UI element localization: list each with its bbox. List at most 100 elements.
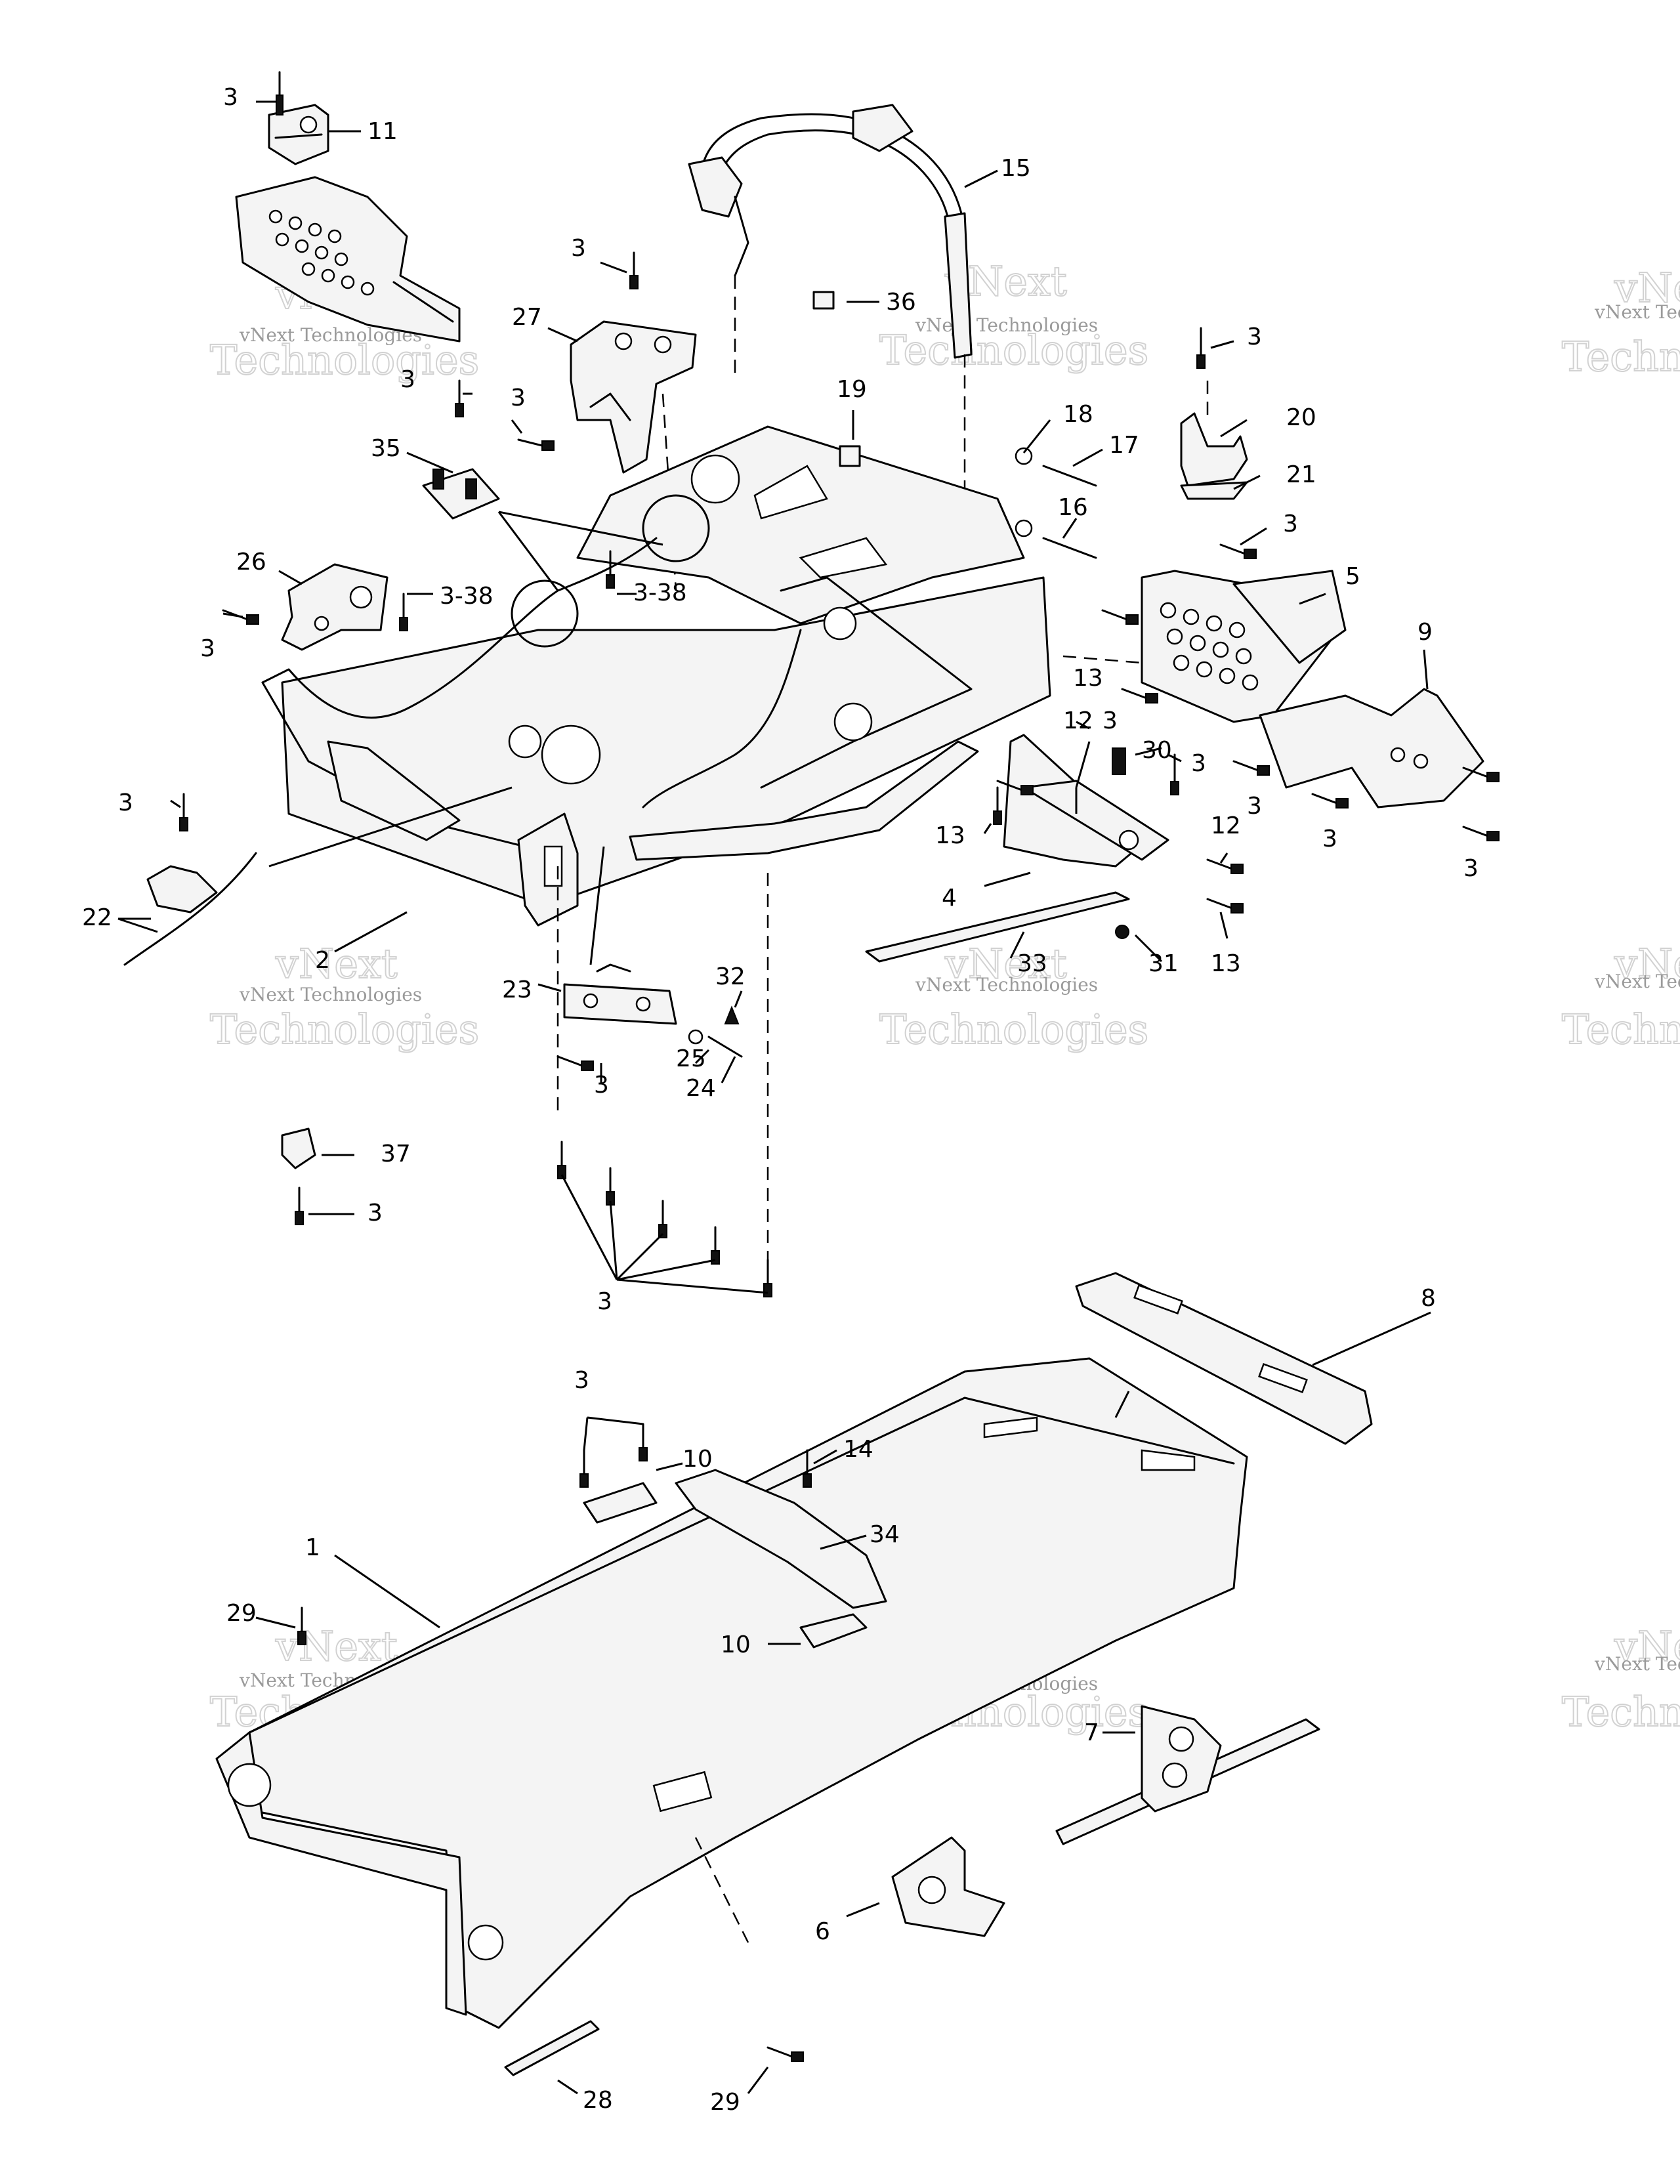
callout-3: 3 [223,84,238,111]
part-8-plate [1075,1272,1373,1445]
part-33-bar [865,891,1130,963]
callout-29: 29 [226,1600,257,1627]
callout-3: 3 [1247,793,1262,820]
callout-23: 23 [502,976,532,1003]
part-2-front-frame [261,425,1051,1286]
callout-24: 24 [686,1075,716,1102]
callout-7: 7 [1084,1719,1099,1746]
callout-3: 3 [594,1072,609,1099]
callout-21: 21 [1286,461,1316,488]
part-15-column-support [688,104,973,525]
svg-text:vNext Technologies: vNext Technologies [1594,971,1680,992]
watermark: vNext Technologies vNext Technologies [879,257,1149,375]
part-11-bracket [256,71,329,165]
callout-28: 28 [583,2087,613,2114]
callout-14: 14 [843,1436,873,1463]
part-6-bracket [891,1836,1005,1937]
svg-text:Technologies: Technologies [1562,333,1680,381]
part-9-bracket [1259,688,1484,808]
callout-16: 16 [1058,494,1088,521]
part-4-hinge [1003,734,1169,868]
callout-3: 3 [118,789,133,816]
callout-3-38: 3-38 [440,583,494,610]
part-26-bracket [281,563,388,651]
callout-31: 31 [1148,950,1179,977]
svg-text:vNext: vNext [1614,940,1680,988]
callout-22: 22 [82,904,112,931]
part-5-footrest [1062,570,1347,723]
leader-lines [117,130,1431,2095]
fasteners [179,251,1500,2062]
callout-34: 34 [870,1521,900,1548]
part-7-bracket [1055,1705,1320,1845]
callout-3: 3 [1102,707,1118,734]
callout-27: 27 [512,304,542,331]
callout-3: 3 [400,366,415,393]
callout-labels: 3 11 15 36 3 27 19 18 17 16 3 20 21 3 5 … [82,84,1479,2116]
svg-text:vNext Technologies: vNext Technologies [915,314,1098,336]
callout-3-38: 3-38 [633,579,687,606]
svg-text:vNext: vNext [944,940,1067,988]
callout-4: 4 [942,885,957,912]
callout-25: 25 [676,1045,706,1072]
part-23-hinge [563,963,677,1025]
svg-text:Technologies: Technologies [1562,1688,1680,1736]
callout-20: 20 [1286,404,1316,431]
callout-36: 36 [886,289,916,316]
part-27-bracket [570,320,697,591]
svg-text:Technologies: Technologies [1562,1005,1680,1053]
callout-15: 15 [1001,155,1031,182]
callout-13: 13 [1073,665,1103,692]
callout-19: 19 [837,376,867,403]
svg-text:vNext: vNext [275,940,398,988]
callout-1: 1 [305,1534,320,1561]
watermark: vNext Technologies vNext Technologies [1561,263,1680,381]
callout-11: 11 [368,118,398,145]
callout-3: 3 [1283,511,1298,537]
callout-3: 3 [1191,750,1206,777]
callout-3: 3 [597,1288,612,1315]
svg-text:vNext Technologies: vNext Technologies [1594,1653,1680,1675]
callout-13: 13 [935,822,965,849]
callout-12: 12 [1063,707,1093,734]
callout-3: 3 [511,385,526,411]
watermark-layer: vNext Technologies vNext Technologies vN… [209,257,1680,1736]
watermark: vNext Technologies vNext Technologies [1561,1622,1680,1736]
callout-35: 35 [371,435,401,462]
watermark: vNext Technologies vNext Technologies [1561,939,1680,1054]
callout-26: 26 [236,549,266,576]
svg-text:Technologies: Technologies [210,1005,479,1053]
callout-5: 5 [1345,563,1360,590]
part-28-pin [504,2020,600,2076]
svg-text:vNext: vNext [1614,1622,1680,1670]
callout-3: 3 [574,1367,589,1394]
svg-text:Technologies: Technologies [210,336,479,384]
svg-text:vNext: vNext [1614,264,1680,312]
part-35-plate [422,468,500,520]
callout-17: 17 [1109,432,1139,459]
part-22-clamp [123,852,257,966]
callout-30: 30 [1142,737,1172,764]
svg-text:vNext Technologies: vNext Technologies [1594,301,1680,323]
callout-3: 3 [200,635,215,662]
part-34-bar [675,1469,887,1609]
part-perforated-plate-topleft [235,176,461,343]
callout-10: 10 [721,1631,751,1658]
callout-6: 6 [815,1918,830,1945]
watermark: vNext Technologies vNext Technologies [209,939,480,1054]
callout-32: 32 [715,963,746,990]
callout-33: 33 [1017,950,1047,977]
callout-3: 3 [571,235,586,262]
part-37-clip [281,1127,316,1169]
callout-2: 2 [315,947,330,974]
part-20-21-clip [1180,381,1248,500]
callout-37: 37 [381,1141,411,1167]
callout-29: 29 [710,2089,740,2116]
callout-18: 18 [1063,401,1093,428]
svg-text:vNext: vNext [275,1622,398,1670]
callout-3: 3 [1322,826,1337,852]
callout-10: 10 [682,1446,713,1473]
part-10-foothold [583,1482,868,1648]
part-1-tunnel [215,1357,1248,2029]
